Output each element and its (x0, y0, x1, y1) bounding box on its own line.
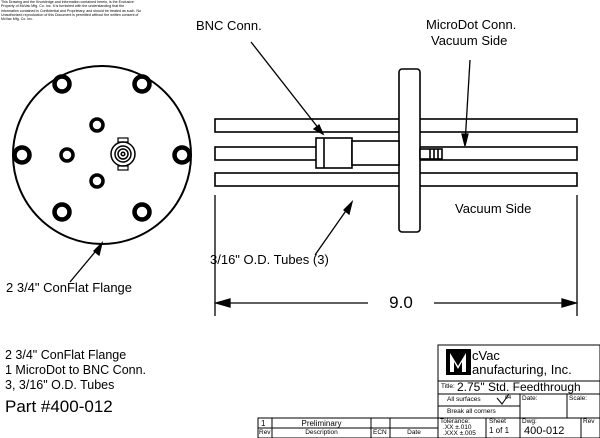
bnc-cable (351, 140, 400, 166)
leader-lines (69, 41, 471, 283)
company-name-line1: cVac (472, 348, 500, 363)
callout-microdot-vacuum-side: Vacuum Side (431, 33, 508, 48)
bolt-hole (52, 202, 72, 222)
break-corners-note: Break all corners (447, 408, 496, 415)
bolt-hole (172, 145, 192, 165)
label-vacuum-side: Vacuum Side (455, 201, 532, 216)
bolt-hole (132, 74, 152, 94)
all-surfaces-label: All surfaces (447, 396, 481, 403)
proprietary-notice: This Drawing and the Knowledge and infor… (1, 0, 141, 22)
sheet-value: 1 of 1 (489, 426, 510, 435)
scale-label: Scale: (569, 395, 588, 402)
flange-side (398, 68, 421, 233)
tolerance-label: Tolerance: (440, 418, 470, 425)
bnc-body (315, 137, 353, 169)
tube-port (89, 173, 105, 189)
bolt-hole (12, 145, 32, 165)
microdot-connector (419, 148, 443, 160)
tolerance-xx: .XX ±.010 (443, 424, 472, 431)
bolt-hole (52, 74, 72, 94)
description-header: Description (305, 429, 338, 436)
flange-outline (12, 65, 192, 245)
rev-header: Rev (259, 429, 271, 436)
flange-front-view (12, 65, 192, 245)
surface-finish-value: 64 (505, 395, 512, 401)
bnc-connector-front (110, 137, 136, 171)
dimension-9-0 (213, 195, 579, 316)
rev-label-title-block: Rev (583, 418, 595, 425)
title-label: Title: (441, 383, 455, 390)
callout-flange: 2 3/4" ConFlat Flange (6, 280, 133, 295)
dwg-label: Dwg: (522, 418, 537, 425)
sheet-label: Sheet (489, 418, 506, 425)
company-name-line2: anufacturing, Inc. (472, 362, 572, 377)
description-line3: 3, 3/16" O.D. Tubes (5, 378, 115, 392)
dimension-label: 9.0 (389, 293, 413, 312)
description-line2: 1 MicroDot to BNC Conn. (5, 363, 147, 377)
drawing-title: 2.75" Std. Feedthrough (457, 380, 581, 394)
callout-bnc-conn: BNC Conn. (196, 18, 262, 33)
tube-top (214, 118, 578, 133)
tolerance-xxx: .XXX ±.005 (443, 430, 476, 437)
ecn-header: ECN (373, 429, 387, 436)
mcvac-logo (446, 349, 471, 375)
tube-bottom (214, 172, 578, 187)
part-number: Part #400-012 (5, 397, 113, 416)
description-line1: 2 3/4" ConFlat Flange (5, 348, 127, 362)
date-header: Date (407, 429, 421, 436)
tube-port (59, 147, 75, 163)
drawing-number: 400-012 (524, 425, 565, 437)
date-label: Date: (522, 395, 538, 402)
callout-microdot: MicroDot Conn. (426, 17, 517, 32)
bolt-hole (132, 202, 152, 222)
side-view (214, 68, 578, 233)
revision-number: 1 (261, 419, 266, 428)
title-block-grid (257, 344, 600, 438)
revision-description: Preliminary (301, 419, 342, 428)
callout-tubes: 3/16" O.D. Tubes (3) (210, 252, 329, 267)
tube-port (89, 117, 105, 133)
